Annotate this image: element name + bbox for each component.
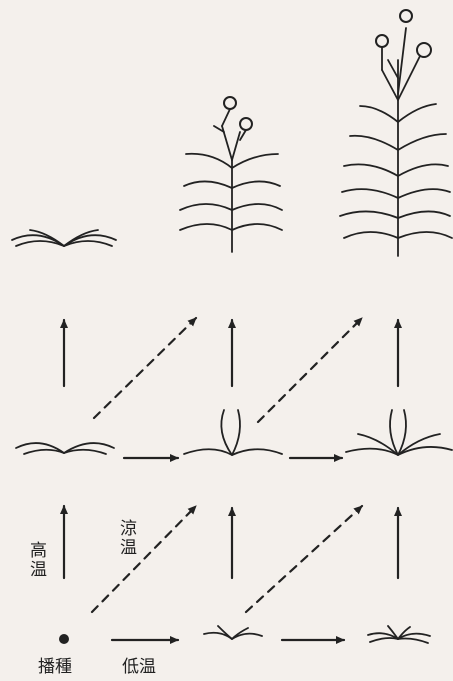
flower-bud: [376, 35, 388, 47]
flower-bud: [240, 118, 252, 130]
dashed-arrow-lower-right: [246, 506, 362, 612]
flowering-plant-right: [340, 10, 452, 256]
rosette-left: [16, 443, 114, 454]
label-sowing: 播種: [38, 657, 72, 677]
bolting-plant-middle: [184, 410, 282, 455]
small-seedling-middle: [204, 626, 262, 639]
label-low-temp: 低温: [122, 657, 156, 677]
label-cool-temp: 涼温: [116, 519, 136, 557]
rosette-top-left: [12, 230, 116, 246]
flowering-plant-middle: [180, 97, 282, 252]
label-high-temp: 高温: [26, 541, 46, 579]
dashed-arrow-cool-temp-lower-left: [92, 506, 196, 612]
flower-bud: [417, 43, 431, 57]
flower-bud: [400, 10, 412, 22]
bolting-plant-right: [346, 410, 452, 455]
seed-dot: [59, 634, 69, 644]
dashed-arrow-upper-right: [258, 318, 362, 422]
flower-bud: [224, 97, 236, 109]
small-seedling-right: [368, 626, 430, 643]
dashed-arrow-upper-left: [94, 318, 196, 418]
